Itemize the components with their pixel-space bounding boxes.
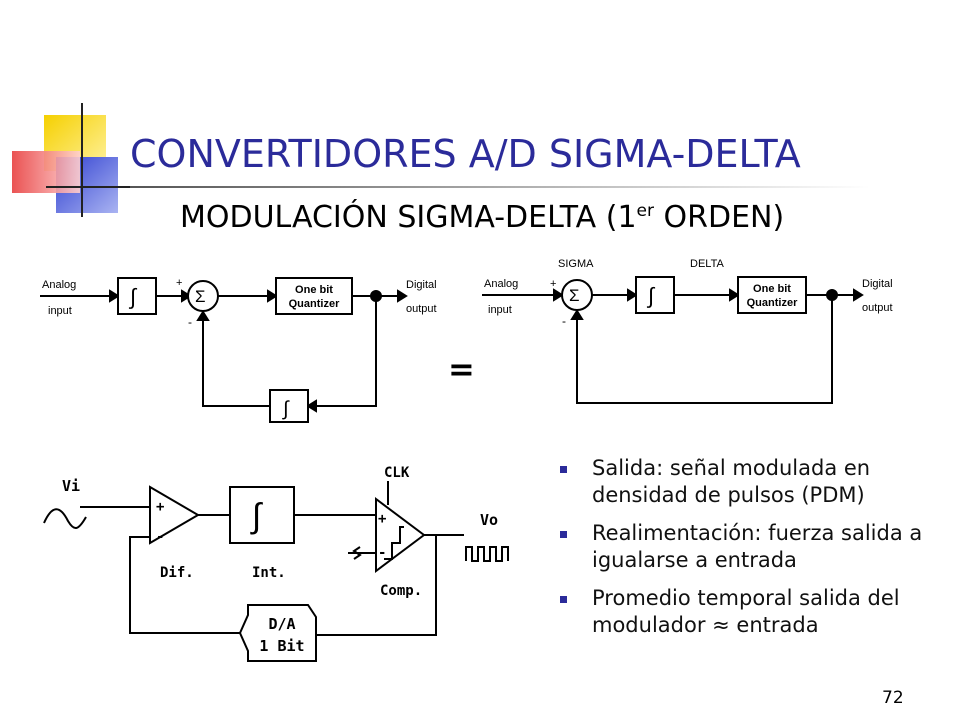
left-digital-label: Digital (406, 279, 437, 291)
left-output-label: output (406, 303, 437, 315)
circuit-integral-symbol: ∫ (250, 497, 263, 535)
circuit-dif-label: Dif. (160, 565, 194, 581)
bullet-text: Salida: señal modulada en densidad de pu… (592, 456, 871, 507)
slide-subtitle: MODULACIÓN SIGMA-DELTA (1er ORDEN) (180, 200, 784, 235)
subtitle-superscript: er (636, 201, 654, 221)
circuit-clk-label: CLK (384, 465, 410, 481)
decorative-squares-logo (12, 103, 138, 217)
right-quantizer-line2: Quantizer (747, 297, 798, 309)
left-quantizer-line2: Quantizer (289, 298, 340, 310)
circuit-vo-label: Vo (480, 511, 498, 529)
bullet-square-icon (560, 596, 567, 603)
bullet-item: Promedio temporal salida del modulador ≈… (556, 585, 956, 639)
title-underline (130, 186, 870, 188)
subtitle-main: MODULACIÓN SIGMA-DELTA (1 (180, 200, 637, 235)
bullet-square-icon (560, 466, 567, 473)
right-analog-label: Analog (484, 278, 518, 290)
left-minus-sign: - (188, 315, 192, 329)
slide-title: CONVERTIDORES A/D SIGMA-DELTA (130, 132, 801, 176)
left-input-label: input (48, 305, 72, 317)
circuit-plus-comp: + (378, 511, 386, 527)
bullet-text: Realimentación: fuerza salida a igualars… (592, 521, 923, 572)
left-feedback-integrator-symbol: ∫ (282, 398, 290, 420)
circuit-vi-label: Vi (62, 477, 80, 495)
right-quantizer-line1: One bit (753, 283, 791, 295)
left-plus-sign: + (176, 277, 182, 289)
circuit-da-label-line2: 1 Bit (259, 637, 304, 655)
left-sigma-symbol: Σ (195, 287, 206, 306)
bullet-item: Realimentación: fuerza salida a igualars… (556, 520, 956, 574)
bullet-square-icon (560, 531, 567, 538)
left-analog-label: Analog (42, 279, 76, 291)
block-diagram-right: SIGMA DELTA Analog input + Σ - ∫ One bit… (482, 258, 893, 404)
circuit-comp-label: Comp. (380, 583, 422, 599)
circuit-plus-diff: + (156, 499, 164, 515)
bullet-item: Salida: señal modulada en densidad de pu… (556, 455, 956, 509)
left-quantizer-line1: One bit (295, 284, 333, 296)
circuit-da-label-line1: D/A (268, 615, 295, 633)
right-sigma-label: SIGMA (558, 258, 594, 270)
page-number: 72 (882, 688, 904, 708)
right-input-label: input (488, 304, 512, 316)
circuit-schematic: Vi + - Dif. ∫ Int. CLK + - Comp. Vo D/A … (43, 465, 509, 662)
equals-sign: = (448, 350, 475, 388)
circuit-int-label: Int. (252, 565, 286, 581)
right-plus-sign: + (550, 278, 556, 290)
right-integrator-symbol: ∫ (646, 283, 656, 308)
bullet-text: Promedio temporal salida del modulador ≈… (592, 586, 900, 637)
right-delta-label: DELTA (690, 258, 724, 270)
right-digital-label: Digital (862, 278, 893, 290)
bullet-list: Salida: señal modulada en densidad de pu… (556, 455, 956, 650)
right-minus-sign: - (562, 314, 566, 328)
circuit-minus-diff: - (156, 529, 164, 545)
right-sigma-symbol: Σ (569, 286, 580, 305)
subtitle-end: ORDEN) (654, 200, 785, 235)
left-integrator-symbol: ∫ (128, 284, 138, 309)
right-output-label: output (862, 302, 893, 314)
circuit-minus-comp: - (378, 545, 386, 561)
block-diagram-left: Analog input ∫ + Σ - One bit Quantizer D… (40, 277, 437, 423)
